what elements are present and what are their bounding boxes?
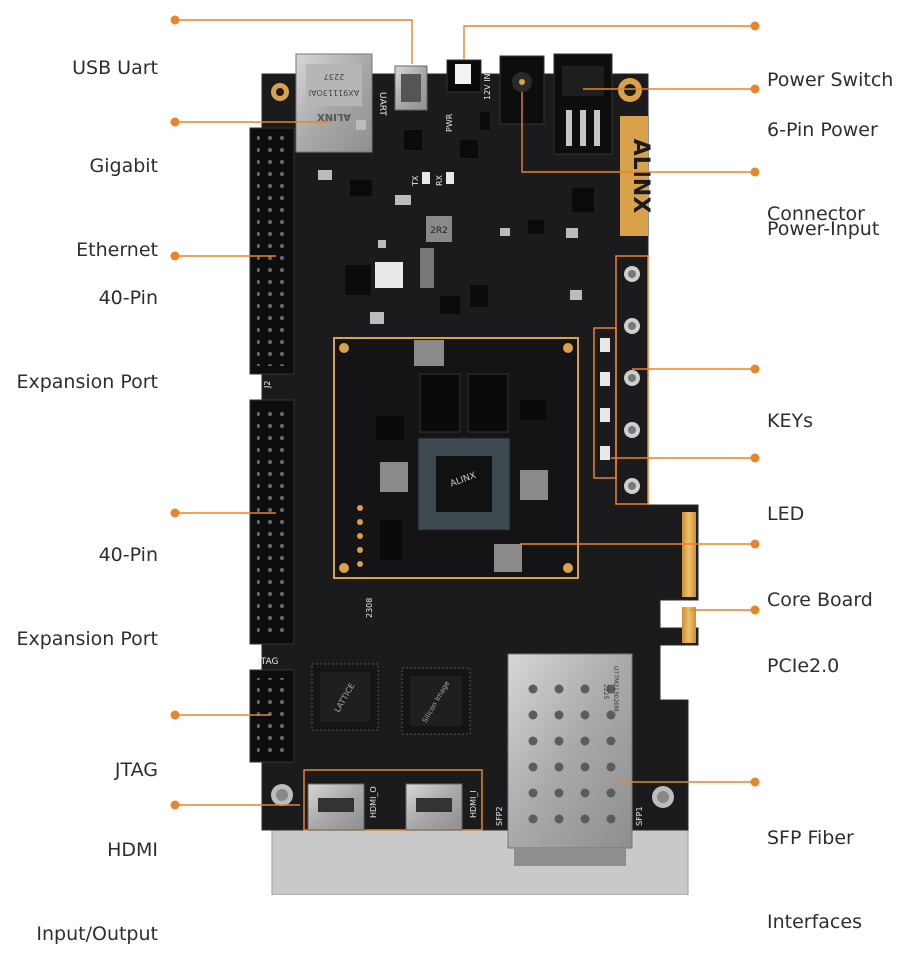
label-line: HDMI xyxy=(107,839,158,861)
label-line: USB Uart xyxy=(72,57,158,79)
j2-silk: J2 xyxy=(263,381,272,389)
label-line: 40-Pin xyxy=(98,287,158,309)
label-line: Input/Output xyxy=(36,923,158,945)
label-line: Ethernet xyxy=(76,239,158,261)
key-array xyxy=(615,255,649,505)
sfp-part-text: U77M213020M xyxy=(612,666,619,711)
alinx-logo: ALINX xyxy=(620,116,653,236)
ethernet-connector: 2237 AX91113OAI ALINX xyxy=(295,53,373,153)
label-line: KEYs xyxy=(767,410,813,432)
usb-connector: UART xyxy=(377,65,428,116)
label-line: Expansion Port xyxy=(16,371,158,393)
ethernet-brand-text: ALINX xyxy=(317,111,351,122)
led-array xyxy=(593,327,617,479)
inductor-text: 2R2 xyxy=(430,226,448,236)
uart-silk: UART xyxy=(377,92,387,116)
label-keys: KEYs xyxy=(767,351,813,463)
label-hdmi: HDMI Input/Output xyxy=(36,780,158,976)
board-diagram: 2237 AX91113OAI ALINX UART PWR 12V IN AL… xyxy=(170,15,760,895)
label-line: JTAG xyxy=(114,759,158,781)
label-expansion-port-2: 40-Pin Expansion Port xyxy=(16,485,158,681)
jtag-header: JTAG xyxy=(249,657,295,763)
mounting-holes xyxy=(271,78,674,808)
ethernet-part-text: AX91113OAI xyxy=(309,88,359,97)
leader-dots xyxy=(170,15,760,810)
sfp1-silk: SFP1 xyxy=(635,806,644,826)
label-line: Power Switch xyxy=(767,69,894,91)
label-expansion-port-1: 40-Pin Expansion Port xyxy=(16,228,158,424)
sfp-cage: 2225 U77M213020M SFP2 SFP1 xyxy=(495,653,644,866)
hdmi-chip: Silicon Image xyxy=(401,667,471,735)
label-line: SFP Fiber xyxy=(767,827,854,849)
label-line: PCIe2.0 xyxy=(767,655,840,677)
label-line: Connector xyxy=(767,203,865,225)
label-line: Core Board xyxy=(767,589,873,611)
hdmi-out-silk: HDMI_O xyxy=(369,786,378,818)
leader-lines xyxy=(175,19,755,806)
six-pin-header xyxy=(553,53,613,155)
sfp2-silk: SFP2 xyxy=(495,806,504,826)
jtag-silk: JTAG xyxy=(257,657,278,667)
expansion-header-1: J2 xyxy=(249,127,295,389)
power-switch-part: PWR 12V IN xyxy=(445,59,492,132)
alinx-logo-text: ALINX xyxy=(628,139,653,214)
label-line: Power-Input xyxy=(767,218,880,240)
sfp-code-text: 2225 xyxy=(602,684,609,699)
label-usb-uart: USB Uart xyxy=(72,0,158,110)
uart-leds: TX RX xyxy=(411,172,454,187)
label-jtag: JTAG xyxy=(115,700,158,812)
pcie-fingers xyxy=(682,512,696,643)
label-led: LED xyxy=(767,444,804,556)
label-power-switch: Power Switch xyxy=(767,10,893,122)
hdmi-connectors: HDMI_O HDMI_I xyxy=(303,769,483,831)
expansion-header-2 xyxy=(249,399,295,645)
inductor: 2R2 xyxy=(426,216,452,242)
label-sfp: SFP Fiber Interfaces xyxy=(767,768,862,964)
dcin-silk: 12V IN xyxy=(483,73,492,100)
hdmi-in-silk: HDMI_I xyxy=(469,790,478,818)
label-line: 40-Pin xyxy=(98,544,158,566)
pwr-silk: PWR xyxy=(445,113,454,132)
label-line: Interfaces xyxy=(767,911,862,933)
label-line: Expansion Port xyxy=(16,628,158,650)
label-core-board: Core Board xyxy=(767,530,873,642)
label-line: Gigabit xyxy=(89,155,159,177)
label-line: 6-Pin Power xyxy=(767,119,878,141)
cpld-chip: LATTICE xyxy=(311,663,379,731)
label-pcie: PCIe2.0 xyxy=(767,596,839,708)
core-board-module: ALINX 2308 xyxy=(333,337,579,618)
ethernet-code-text: 2237 xyxy=(324,72,344,81)
rx-silk: RX xyxy=(435,174,444,186)
small-components xyxy=(318,112,594,324)
label-gigabit-ethernet: Gigabit Ethernet xyxy=(76,96,158,292)
tx-silk: TX xyxy=(411,175,420,187)
core-number-silk: 2308 xyxy=(365,598,374,618)
label-power-input: Power-Input xyxy=(767,159,879,271)
label-six-pin-power: 6-Pin Power Connector xyxy=(767,60,878,256)
label-line: LED xyxy=(767,503,805,525)
